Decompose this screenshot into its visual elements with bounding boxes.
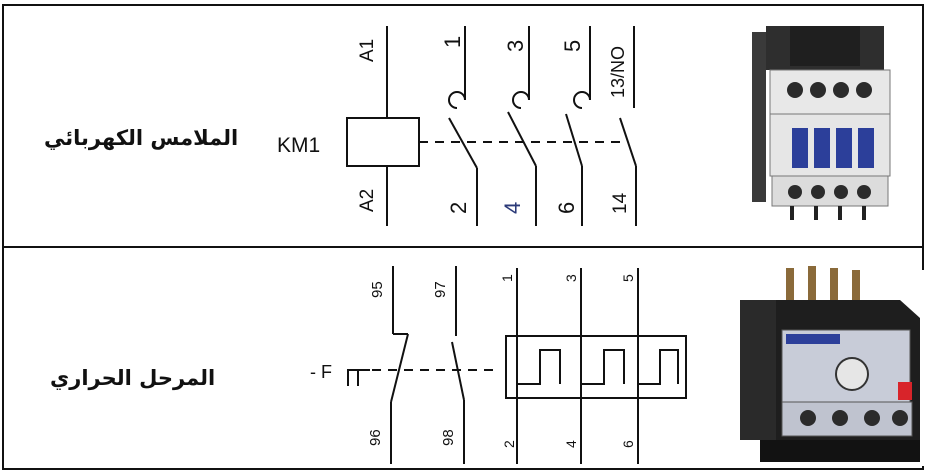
- terminal-2: 2: [446, 202, 471, 214]
- thermal-relay-photo: [736, 266, 924, 466]
- terminal-6: 6: [554, 202, 579, 214]
- relay-designation: - F: [310, 362, 332, 382]
- terminal-5: 5: [560, 40, 585, 52]
- contactor-photo: [752, 22, 902, 222]
- relay-terminal-3: 3: [563, 274, 579, 282]
- relay-terminal-6: 6: [620, 440, 636, 448]
- relay-terminal-4: 4: [563, 440, 579, 448]
- pole-5-arc: [573, 91, 591, 109]
- power-5-heater: [637, 342, 679, 385]
- terminal-1: 1: [440, 36, 465, 48]
- row-divider: [2, 246, 924, 248]
- terminal-96: 96: [367, 429, 384, 446]
- coil-box: [346, 117, 420, 167]
- terminal-13-no: 13/NO: [608, 46, 628, 98]
- coil-bottom-label: A2: [357, 189, 378, 212]
- contactor-symbol: [346, 26, 637, 226]
- contactor-designation: KM1: [277, 134, 320, 157]
- terminal-14: 14: [610, 192, 631, 214]
- thermal-relay-symbol: [347, 266, 687, 464]
- aux-no-blade: [619, 117, 637, 167]
- pole-1-blade: [448, 117, 478, 169]
- coil-top-label: A1: [357, 39, 378, 62]
- relay-terminal-2: 2: [501, 440, 517, 448]
- diagram-frame: [2, 4, 924, 470]
- terminal-3: 3: [503, 40, 528, 52]
- terminal-97: 97: [432, 281, 449, 298]
- thermal-relay-label: المرحل الحراري: [50, 366, 216, 390]
- terminal-95: 95: [369, 281, 386, 298]
- actuator-symbol: [347, 369, 370, 386]
- relay-terminal-1: 1: [499, 274, 515, 282]
- pole-5-blade: [565, 113, 583, 167]
- terminal-4: 4: [500, 202, 525, 214]
- contactor-label: الملامس الكهربائي: [44, 126, 239, 150]
- power-3-heater: [580, 342, 625, 385]
- pole-1-arc: [448, 91, 466, 109]
- terminal-98: 98: [440, 429, 457, 446]
- power-1-heater: [516, 342, 561, 385]
- nc-blade: [390, 333, 409, 403]
- thermal-enclosure: [505, 335, 687, 399]
- pole-3-arc: [512, 91, 530, 109]
- relay-terminal-5: 5: [620, 274, 636, 282]
- pole-3-blade: [507, 111, 537, 167]
